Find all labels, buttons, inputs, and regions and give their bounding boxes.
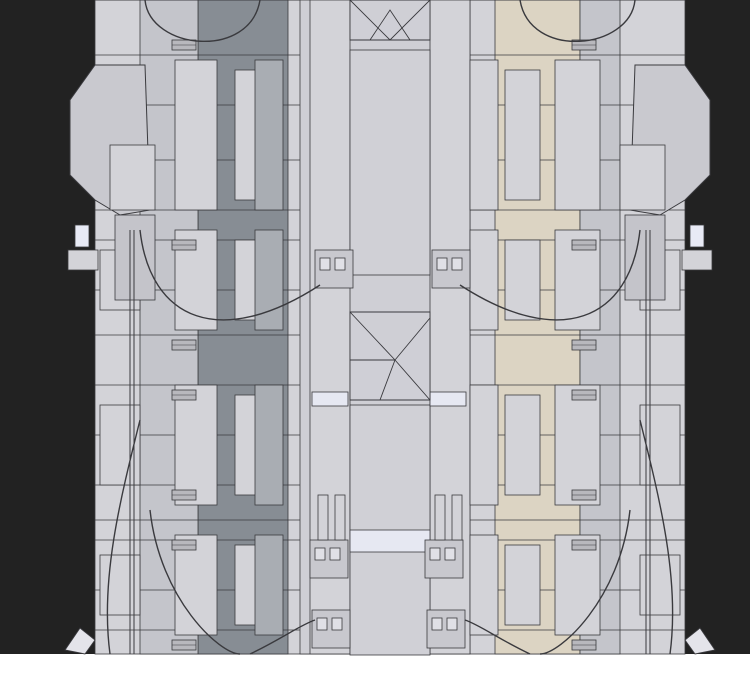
cable	[144, 0, 261, 43]
left-strut	[114, 214, 156, 301]
right-block	[469, 384, 499, 506]
left-corner-fin	[64, 627, 96, 655]
piston-rod	[334, 494, 346, 541]
actuator-housing	[311, 609, 351, 649]
left-side-module	[67, 249, 99, 271]
right-outer-block	[554, 59, 601, 211]
actuator-window	[429, 547, 441, 561]
left-dark-block	[254, 59, 284, 211]
cable	[539, 509, 631, 655]
actuator-window	[319, 257, 331, 271]
actuator-window	[446, 617, 458, 631]
cable	[464, 619, 531, 655]
model-structure	[64, 0, 716, 656]
cable	[459, 229, 641, 321]
left-pod-frame	[109, 144, 156, 211]
actuator-window	[451, 257, 463, 271]
right-pod-frame	[619, 144, 666, 211]
actuator-window	[314, 547, 326, 561]
actuator-housing	[314, 249, 354, 289]
upper-bay	[349, 49, 431, 276]
right-block	[469, 534, 499, 636]
left-dark-block	[254, 229, 284, 331]
upper-junction	[349, 0, 431, 41]
right-light-strip	[429, 391, 467, 407]
right-block	[469, 59, 499, 211]
actuator-window	[329, 547, 341, 561]
left-window	[74, 224, 90, 248]
mid-junction	[349, 311, 431, 401]
right-side-module	[681, 249, 713, 271]
viewport-bottom-margin	[0, 654, 750, 680]
right-block	[469, 229, 499, 331]
actuator-window	[316, 617, 328, 631]
actuator-window	[334, 257, 346, 271]
piston-rod	[317, 494, 329, 541]
actuator-window	[331, 617, 343, 631]
right-inset-block	[504, 394, 541, 496]
cable	[249, 619, 316, 655]
right-inset-block	[504, 544, 541, 626]
left-outer-block	[99, 554, 141, 616]
cable	[149, 509, 241, 655]
piston-rod	[451, 494, 463, 541]
right-inset-block	[504, 69, 541, 201]
left-block	[174, 534, 218, 636]
cable	[106, 419, 141, 655]
right-inset-block	[504, 239, 541, 321]
right-strut	[624, 214, 666, 301]
cable	[639, 419, 674, 655]
lower-light-strip	[349, 529, 431, 553]
actuator-window	[444, 547, 456, 561]
right-outer-panel	[639, 554, 681, 616]
cable	[139, 229, 321, 321]
left-block	[174, 384, 218, 506]
left-block	[174, 59, 218, 211]
right-outer-block	[554, 534, 601, 636]
right-window	[689, 224, 705, 248]
piston-rod	[434, 494, 446, 541]
left-dark-block	[254, 534, 284, 636]
left-light-strip	[311, 391, 349, 407]
actuator-window	[431, 617, 443, 631]
actuator-window	[436, 257, 448, 271]
right-corner-fin	[684, 627, 716, 655]
right-outer-block	[554, 384, 601, 506]
left-dark-block	[254, 384, 284, 506]
cable	[519, 0, 636, 43]
